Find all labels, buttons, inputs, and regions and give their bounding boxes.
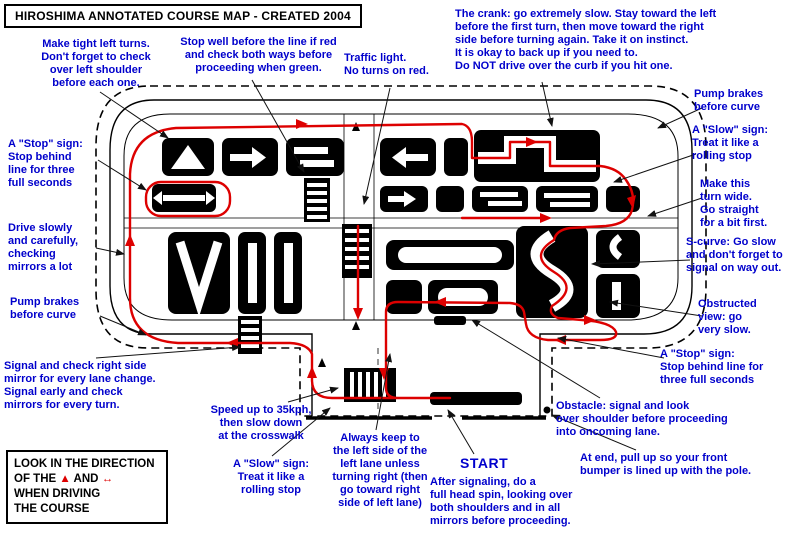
page-title: HIROSHIMA ANNOTATED COURSE MAP - CREATED… [4, 4, 362, 28]
annotation-speed-up: Speed up to 35kph, then slow down at the… [210, 404, 312, 442]
annotation-stop-line: Stop well before the line if red and che… [180, 36, 337, 74]
annotation-pump-brakes-right: Pump brakes before curve [694, 88, 764, 113]
annotation-pump-brakes-left: Pump brakes before curve [10, 296, 80, 321]
crank-blocks [474, 130, 600, 182]
triangle-marking [171, 145, 205, 169]
center-island-blocks [386, 240, 514, 314]
legend-and: AND [73, 472, 99, 485]
red-route [128, 122, 635, 400]
start-area-bar [430, 392, 522, 405]
annotation-signal-check: Signal and check right side mirror for e… [4, 360, 156, 411]
annotation-drive-slowly: Drive slowly and carefully, checking mir… [8, 222, 79, 273]
annotation-crank: The crank: go extremely slow. Stay towar… [455, 8, 717, 72]
end-pole [543, 406, 551, 414]
legend-line-4: THE COURSE [14, 502, 90, 515]
annotation-s-curve: S-curve: Go slow and don't forget to sig… [686, 236, 783, 274]
annotation-slow-sign-right: A "Slow" sign: Treat it like a rolling s… [692, 124, 769, 162]
triangle-icon: ▲ [59, 472, 71, 485]
legend-line-3: WHEN DRIVING [14, 487, 101, 500]
v-block [168, 232, 230, 317]
annotation-tight-left-turns: Make tight left turns. Don't forget to c… [41, 38, 151, 89]
annotation-stop-sign-right: A "Stop" sign: Stop behind line for thre… [660, 348, 764, 386]
stop-sign-loop [144, 180, 232, 218]
annotation-stop-sign-left: A "Stop" sign: Stop behind line for thre… [8, 138, 83, 189]
legend-box: LOOK IN THE DIRECTION OF THE ▲ AND ↔ WHE… [6, 450, 168, 524]
arrow-marking [388, 191, 416, 207]
arrow-marking [392, 147, 428, 168]
crosswalk-bottom-left [238, 316, 262, 354]
legend-of-the: OF THE [14, 472, 57, 485]
obstacle-block [434, 316, 466, 325]
double-arrow-icon: ↔ [101, 472, 114, 485]
legend-line-2: OF THE ▲ AND ↔ [14, 472, 160, 487]
annotation-start-note: After signaling, do a full head spin, lo… [430, 476, 573, 527]
annotation-traffic-light: Traffic light. No turns on red. [344, 52, 429, 77]
course-boundary [95, 85, 707, 420]
annotation-wide-turn: Make this turn wide. Go straight for a b… [700, 178, 768, 229]
legend-line-1: LOOK IN THE DIRECTION [14, 458, 155, 470]
arrow-marking [230, 147, 266, 168]
annotation-pull-up: At end, pull up so your front bumper is … [580, 452, 752, 477]
crosswalk-vertical-top [304, 178, 330, 222]
annotation-obstructed-view: Obstructed view: go very slow. [698, 298, 757, 336]
annotation-start-label: START [460, 455, 509, 471]
annotation-pointers [95, 79, 703, 457]
annotation-slow-sign-bottom: A "Slow" sign: Treat it like a rolling s… [232, 458, 310, 496]
annotation-keep-left: Always keep to the left side of the left… [332, 432, 428, 509]
annotation-obstacle: Obstacle: signal and look over shoulder … [556, 400, 728, 438]
stop-sign-block [152, 184, 216, 212]
